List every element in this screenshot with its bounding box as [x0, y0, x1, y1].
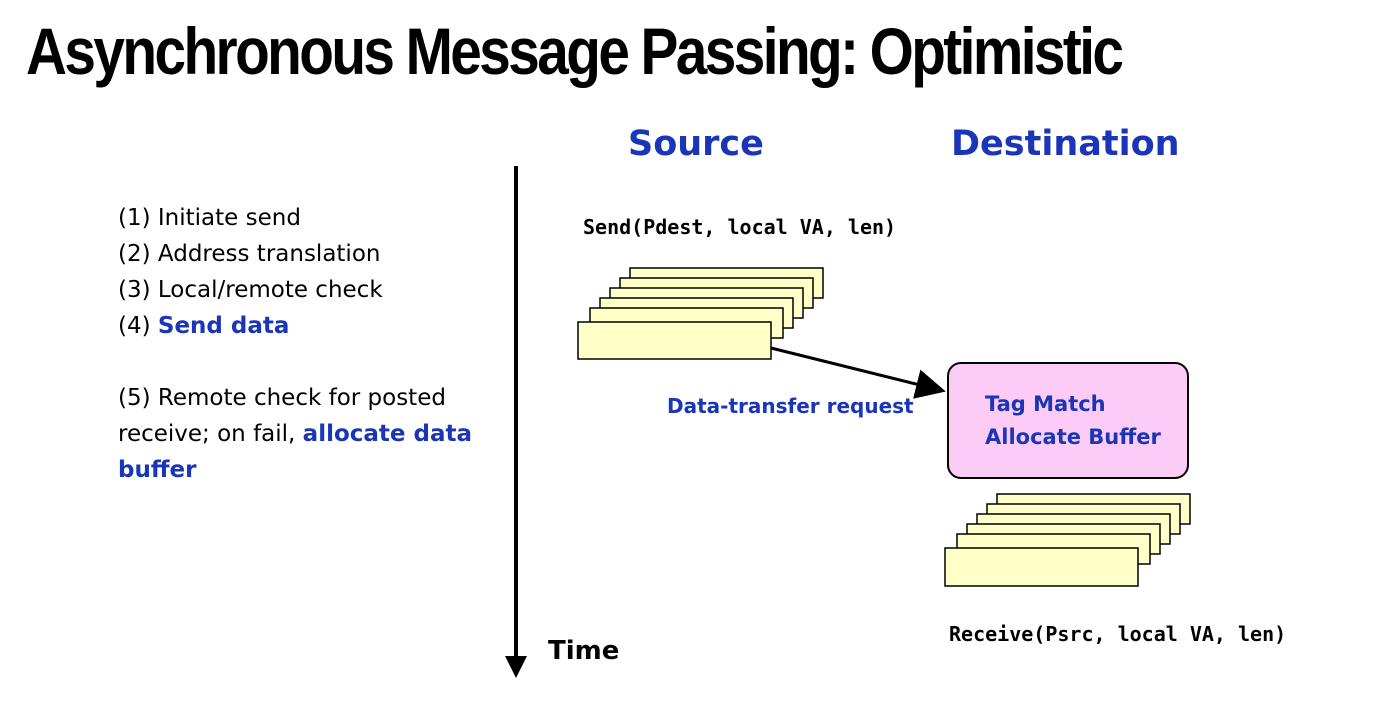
step-4-highlight: Send data — [157, 313, 290, 339]
send-call: Send(Pdest, local VA, len) — [583, 215, 897, 239]
step-3: (3) Local/remote check — [118, 277, 383, 303]
step-4: (4) Send data — [118, 308, 508, 344]
data-transfer-arrow — [770, 346, 946, 399]
step-2: (2) Address translation — [118, 241, 381, 267]
source-heading: Source — [628, 124, 764, 164]
step-5-prefix: receive; on fail, — [118, 421, 303, 447]
tag-match-box: Tag Match Allocate Buffer — [947, 362, 1189, 479]
receive-call: Receive(Psrc, local VA, len) — [949, 622, 1287, 646]
step-5-highlight-1: allocate data — [302, 421, 473, 447]
data-transfer-label: Data-transfer request — [667, 394, 914, 418]
step-4-prefix: (4) — [118, 313, 158, 339]
step-1: (1) Initiate send — [118, 205, 301, 231]
time-arrow-head — [505, 656, 527, 678]
step-5-line-2: receive; on fail, allocate data — [118, 416, 508, 452]
step-5-line-1: (5) Remote check for posted — [118, 385, 446, 411]
tag-match-line-1: Tag Match — [985, 392, 1106, 416]
tag-match-line-2: Allocate Buffer — [985, 425, 1161, 449]
dest-buffer-6 — [944, 547, 1139, 587]
page-title: Asynchronous Message Passing: Optimistic — [26, 14, 1124, 88]
time-label: Time — [548, 636, 620, 666]
destination-heading: Destination — [951, 124, 1180, 164]
step-5-line-3: buffer — [118, 457, 197, 483]
step-list: (1) Initiate send (2) Address translatio… — [118, 200, 508, 488]
destination-buffer-stack — [944, 493, 1191, 587]
source-buffer-stack — [577, 267, 824, 360]
source-buffer-6 — [577, 321, 772, 360]
